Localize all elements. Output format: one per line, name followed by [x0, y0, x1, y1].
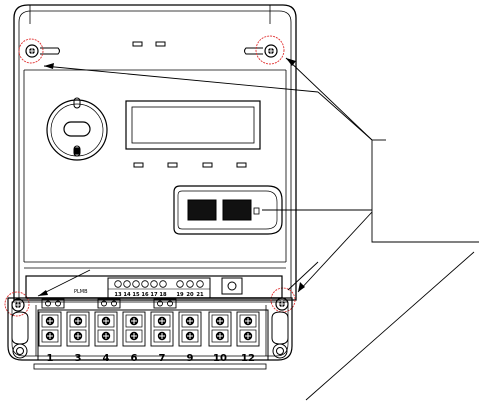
aux-hole[interactable] [123, 280, 131, 288]
highlight-top-right [255, 35, 285, 65]
top-left-slot [40, 47, 60, 55]
top-right-slot [244, 47, 263, 55]
highlight-markers [4, 35, 296, 317]
aux-hole[interactable] [141, 280, 149, 288]
terminal-number: 9 [187, 353, 194, 364]
indicator-slots [133, 162, 247, 168]
terminal-screw-icon [129, 331, 139, 341]
aux-terminal-number: 20 [186, 292, 194, 298]
terminal-screw-icon [157, 316, 167, 326]
button-panel [173, 185, 283, 235]
aux-terminal-block [107, 277, 211, 299]
seal-hole [253, 207, 260, 215]
terminal-10[interactable]: 10 [208, 311, 232, 364]
aux-hole[interactable] [114, 280, 122, 288]
aux-hole[interactable] [159, 280, 167, 288]
aux-terminal-number: 21 [196, 292, 204, 298]
highlight-top-left [18, 38, 44, 64]
terminal-screw-icon [215, 331, 225, 341]
aux-terminal-number: 18 [159, 292, 167, 298]
bottom-right-screw[interactable] [275, 297, 289, 311]
top-right-screw[interactable] [264, 44, 278, 58]
terminal-1[interactable]: 1 [38, 311, 62, 364]
terminal-7[interactable]: 7 [150, 311, 174, 364]
aux-terminal-number: 14 [123, 292, 131, 298]
terminal-9[interactable]: 9 [178, 311, 202, 364]
aux-hole[interactable] [176, 280, 184, 288]
aux-terminal-number: 17 [150, 292, 158, 298]
rotary-knob[interactable] [46, 97, 108, 161]
bottom-left-mount-hole [11, 311, 29, 359]
meter-housing [13, 4, 297, 301]
bottom-right-mount-hole [271, 311, 289, 359]
terminal-screw-icon [215, 316, 225, 326]
terminal-screw-icon [243, 331, 253, 341]
bottom-left-screw[interactable] [11, 298, 25, 312]
main-terminal-block: 1 3 4 6 7 9 10 12 [37, 309, 269, 364]
aux-hole[interactable] [150, 280, 158, 288]
aux-terminal-number: 16 [141, 292, 149, 298]
terminal-number: 1 [47, 353, 54, 364]
aux-terminal-number: 13 [114, 292, 122, 298]
aux-hole[interactable] [186, 280, 194, 288]
aux-hole[interactable] [132, 280, 140, 288]
terminal-number: 4 [103, 353, 110, 364]
terminal-number: 7 [159, 353, 166, 364]
jumper-links [41, 298, 177, 309]
terminal-screw-icon [157, 331, 167, 341]
highlight-bottom-left [4, 291, 30, 317]
leader-lines [37, 57, 479, 401]
terminal-3[interactable]: 3 [66, 311, 90, 364]
terminal-screw-icon [185, 331, 195, 341]
left-button[interactable] [187, 199, 217, 221]
terminal-4[interactable]: 4 [94, 311, 118, 364]
terminal-6[interactable]: 6 [122, 311, 146, 364]
terminal-screw-icon [45, 316, 55, 326]
aux-terminal-number: 15 [132, 292, 140, 298]
terminal-screw-icon [73, 316, 83, 326]
terminal-screw-icon [101, 316, 111, 326]
terminal-number: 12 [241, 353, 255, 364]
module-slot [221, 277, 243, 295]
terminal-screw-icon [73, 331, 83, 341]
terminal-screw-icon [101, 331, 111, 341]
lcd-display [125, 100, 261, 150]
aux-terminal-holes [114, 280, 204, 288]
terminal-screw-icon [45, 331, 55, 341]
terminal-screw-icon [185, 316, 195, 326]
aux-hole[interactable] [196, 280, 204, 288]
terminal-screw-icon [129, 316, 139, 326]
arrow-heads [38, 58, 305, 296]
terminal-number: 6 [131, 353, 138, 364]
terminal-12[interactable]: 12 [236, 311, 260, 364]
terminal-screw-icon [243, 316, 253, 326]
aux-terminal-number: 19 [176, 292, 184, 298]
right-button[interactable] [222, 199, 252, 221]
module-label: PLMB [74, 289, 88, 295]
terminal-number: 10 [213, 353, 227, 364]
terminal-number: 3 [75, 353, 82, 364]
top-left-screw[interactable] [25, 44, 39, 58]
top-indicators [132, 41, 166, 47]
